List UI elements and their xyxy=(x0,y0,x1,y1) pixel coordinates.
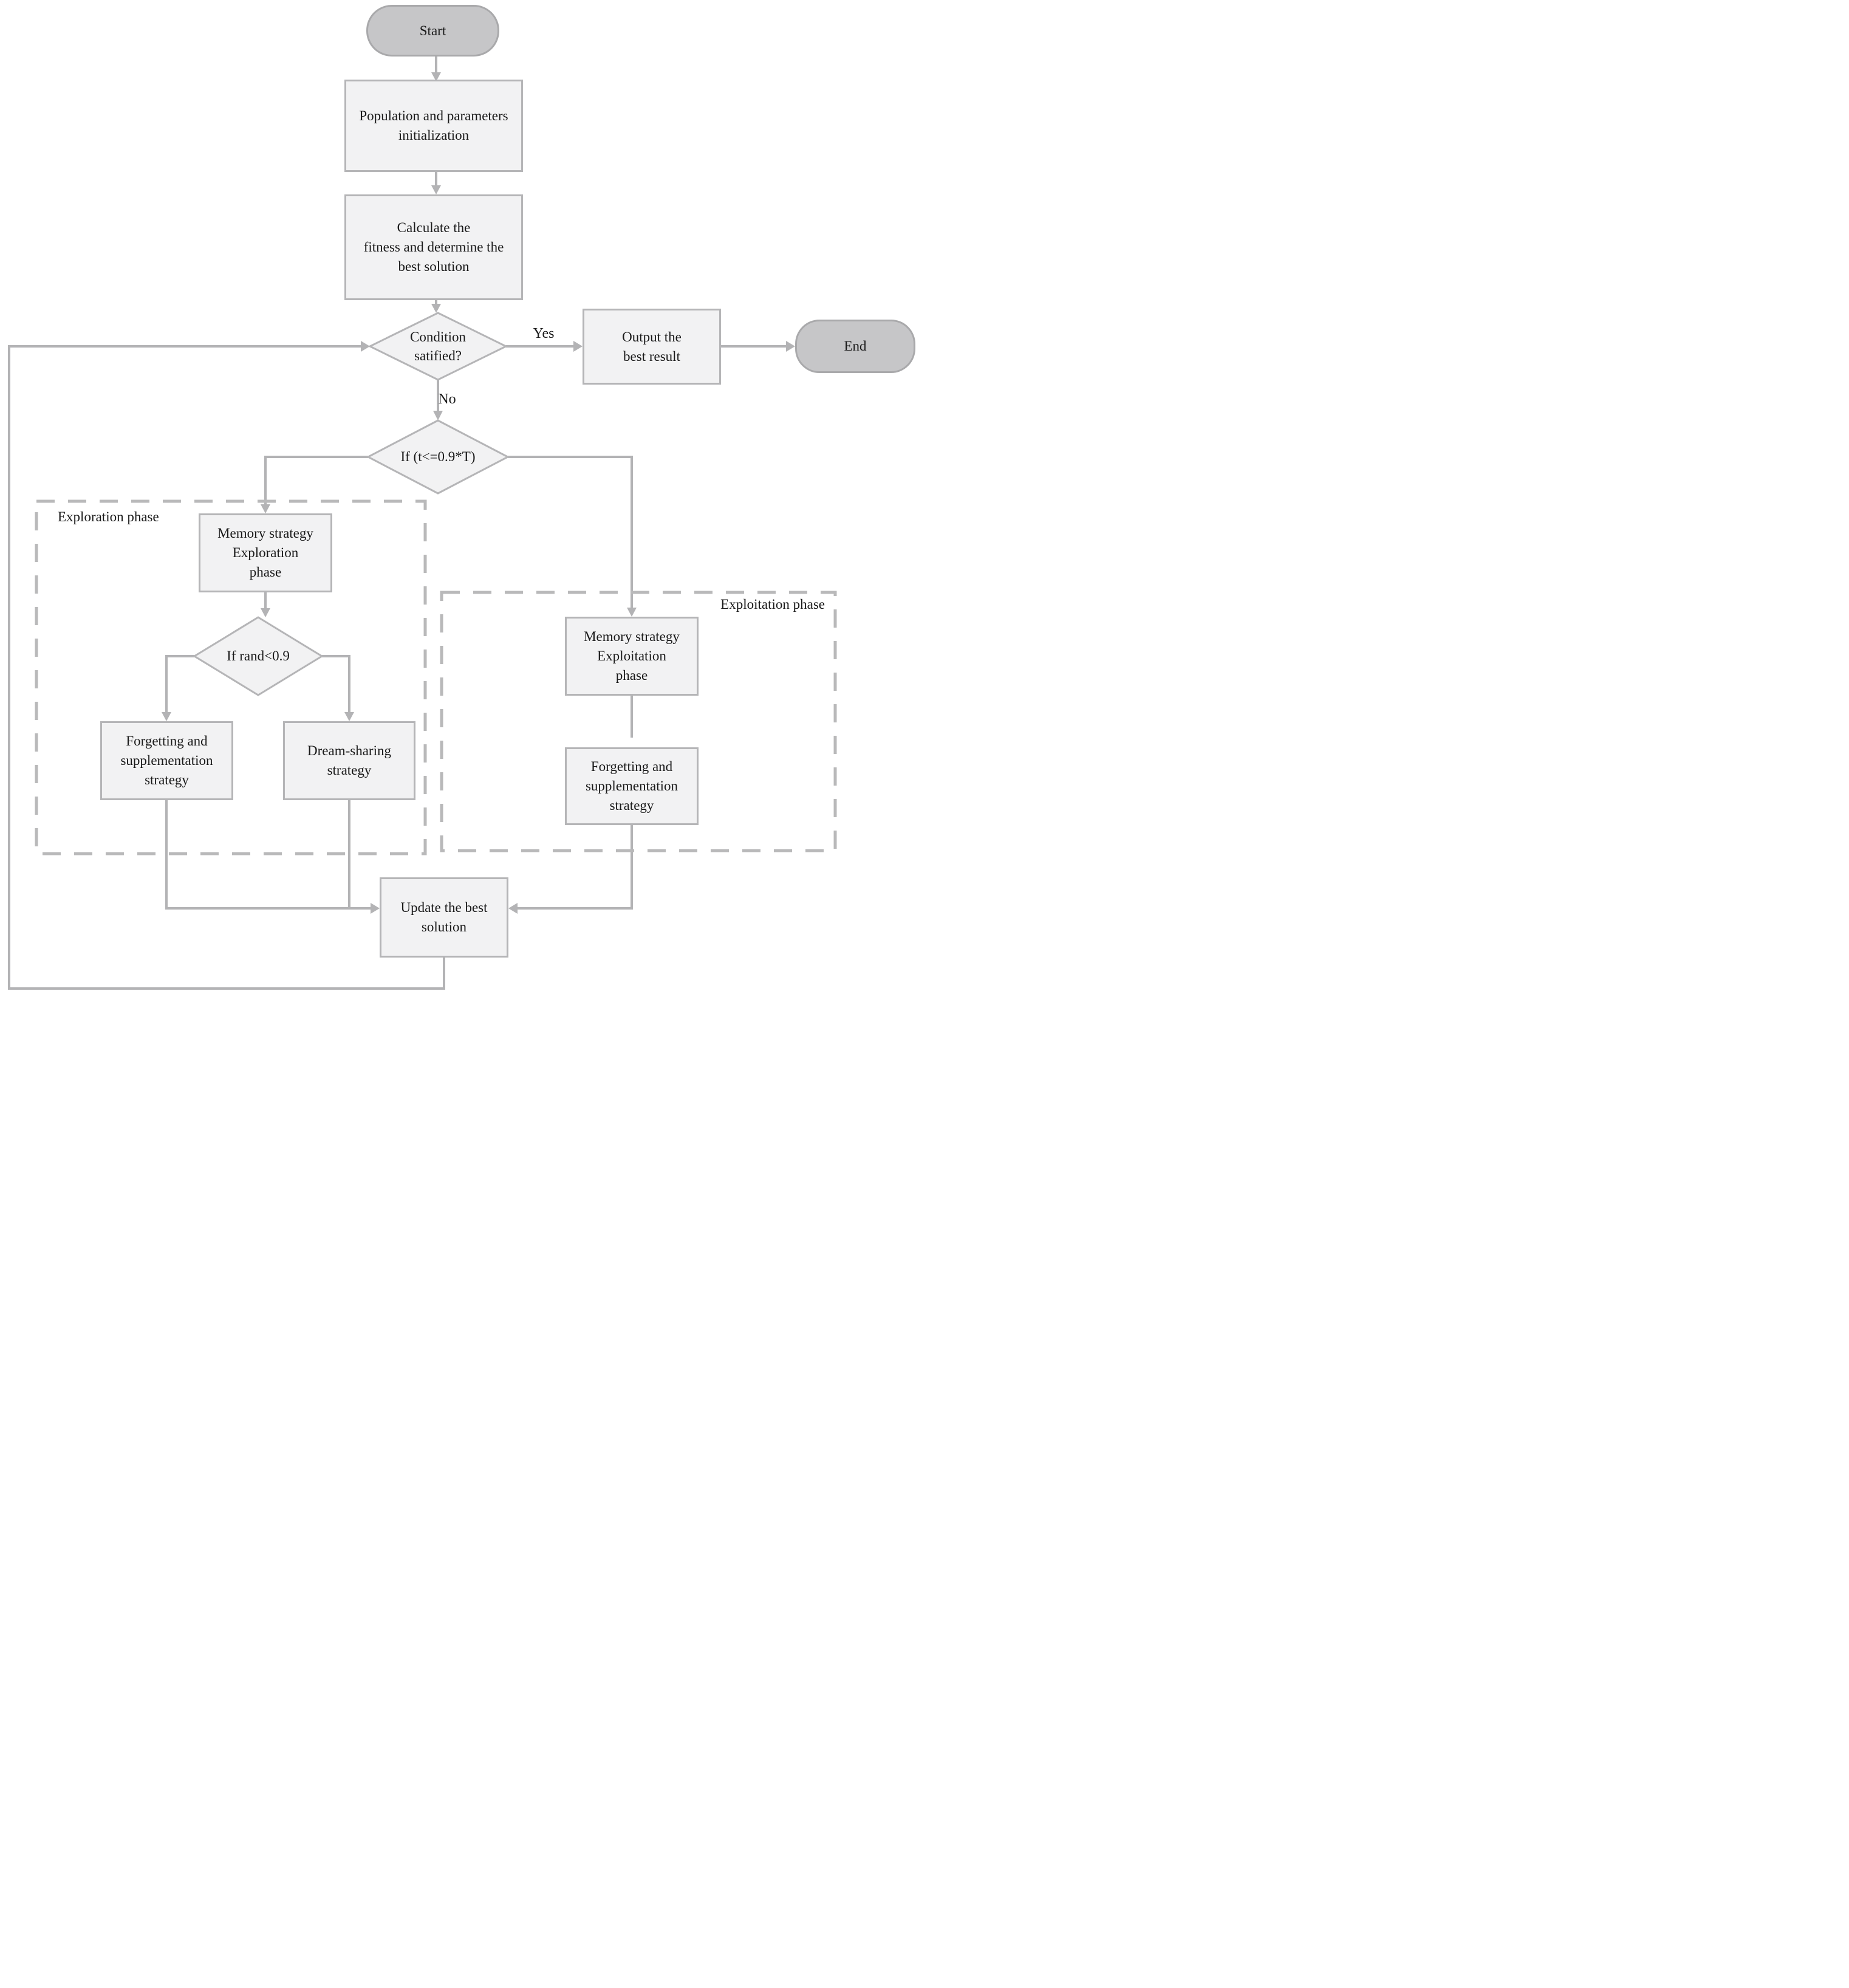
connector-svg xyxy=(8,57,837,990)
arrowhead xyxy=(261,504,270,513)
no-edge-label: No xyxy=(438,391,456,407)
update-label: Update the best solution xyxy=(400,900,488,934)
arrowhead xyxy=(371,903,380,914)
init-process: Population and parameters initialization xyxy=(344,80,523,172)
arrowhead xyxy=(786,341,795,352)
start-terminal: Start xyxy=(366,5,499,57)
arrowhead xyxy=(344,712,354,721)
edge-randcheck-forgetleft xyxy=(165,655,194,712)
edge-timecheck-exploitation xyxy=(508,456,633,608)
end-label: End xyxy=(844,338,867,354)
arrowhead xyxy=(431,72,441,81)
arrowhead xyxy=(431,185,441,194)
update-process: Update the best solution xyxy=(380,877,508,958)
arrowhead xyxy=(508,903,518,914)
end-terminal: End xyxy=(795,320,915,373)
decision-diamonds xyxy=(193,312,510,696)
arrowhead xyxy=(433,411,443,420)
forgetting-supplementation-left-process: Forgetting and supplementation strategy xyxy=(100,721,233,800)
start-label: Start xyxy=(419,22,446,38)
init-label: Population and parameters initialization xyxy=(359,108,508,143)
output-process: Output the best result xyxy=(583,309,721,385)
forgetting-right-label: Forgetting and supplementation strategy xyxy=(585,759,678,813)
rand-check-diamond xyxy=(193,616,324,696)
flowchart: Start Population and parameters initiali… xyxy=(0,0,924,994)
fitness-label: Calculate the fitness and determine the … xyxy=(363,220,504,274)
phase-regions xyxy=(35,499,837,855)
yes-edge-label: Yes xyxy=(533,326,555,341)
memory-exploration-process: Memory strategy Exploration phase xyxy=(199,513,332,592)
edge-forgetleft-update xyxy=(165,800,371,910)
arrowhead xyxy=(361,341,370,352)
edge-update-loopback xyxy=(8,345,445,990)
condition-diamond xyxy=(367,312,508,381)
arrowhead xyxy=(573,341,583,352)
arrowhead xyxy=(162,712,171,721)
output-label: Output the best result xyxy=(622,329,682,364)
arrowhead xyxy=(261,608,270,617)
dream-sharing-label: Dream-sharing strategy xyxy=(307,743,391,778)
memory-exploitation-process: Memory strategy Exploitation phase xyxy=(565,617,699,696)
fitness-process: Calculate the fitness and determine the … xyxy=(344,194,523,300)
arrowhead xyxy=(431,304,441,313)
exploitation-phase-label: Exploitation phase xyxy=(720,597,825,612)
flow-lines xyxy=(8,57,786,990)
memory-exploration-label: Memory strategy Exploration phase xyxy=(217,526,313,580)
time-check-diamond xyxy=(366,419,510,495)
memory-exploitation-label: Memory strategy Exploitation phase xyxy=(584,629,680,683)
dream-sharing-process: Dream-sharing strategy xyxy=(283,721,415,800)
arrowhead xyxy=(627,608,637,617)
forgetting-left-label: Forgetting and supplementation strategy xyxy=(120,733,213,787)
edge-randcheck-dream xyxy=(322,655,350,712)
exploration-phase-label: Exploration phase xyxy=(58,509,159,524)
arrowheads xyxy=(162,72,795,914)
edge-forgetright-update xyxy=(518,824,633,910)
exploration-region-border xyxy=(35,499,427,855)
exploitation-region-border xyxy=(440,591,837,852)
edge-timecheck-exploration xyxy=(264,456,368,504)
forgetting-supplementation-right-process: Forgetting and supplementation strategy xyxy=(565,747,699,825)
